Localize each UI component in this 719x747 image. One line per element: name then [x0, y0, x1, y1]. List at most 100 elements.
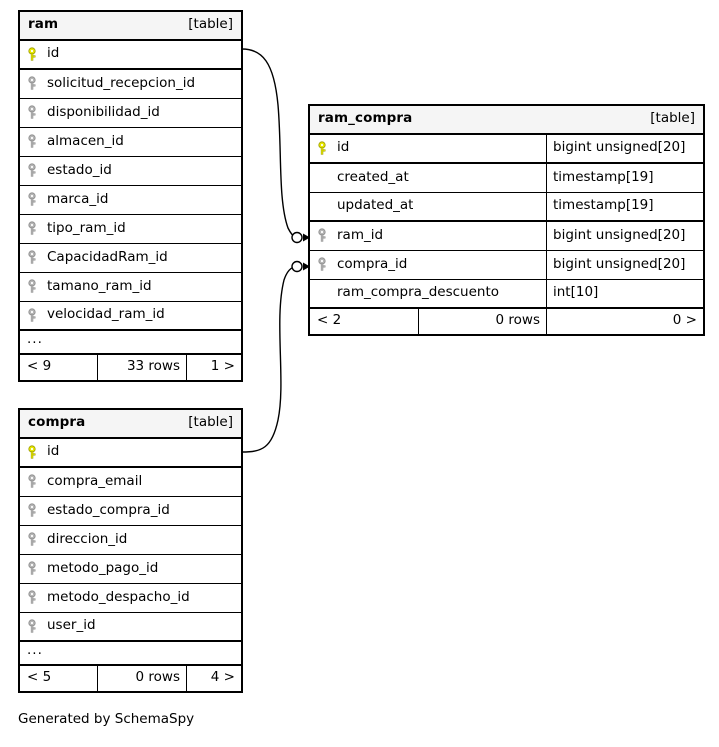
- table-header: compra [table]: [20, 410, 241, 439]
- table-title: ram_compra: [318, 110, 413, 127]
- generator-credit: Generated by SchemaSpy: [18, 711, 195, 727]
- footer-children-count[interactable]: 1 >: [186, 355, 241, 380]
- column-label: disponibilidad_id: [47, 105, 160, 120]
- foreign-key-icon: [27, 279, 41, 294]
- table-compra[interactable]: compra [table] id compra_email: [18, 408, 243, 693]
- table-footer: < 5 0 rows 4 >: [20, 666, 241, 691]
- table-footer: < 2 0 rows 0 >: [310, 309, 703, 334]
- table-type-tag: [table]: [650, 110, 695, 127]
- column-row-almacen-id[interactable]: almacen_id: [20, 128, 241, 157]
- table-type-tag: [table]: [188, 414, 233, 431]
- column-name-cell: solicitud_recepcion_id: [20, 70, 241, 98]
- column-row-user-id[interactable]: user_id: [20, 613, 241, 642]
- foreign-key-icon: [27, 192, 41, 207]
- foreign-key-icon: [27, 618, 41, 634]
- foreign-key-icon: [27, 474, 41, 489]
- foreign-key-icon: [27, 163, 41, 178]
- foreign-key-icon: [27, 250, 41, 265]
- edge-ram-to-ram-compra: [241, 48, 296, 238]
- column-row-id[interactable]: id bigint unsigned[20]: [310, 135, 703, 164]
- column-row-updated-at[interactable]: updated_at timestamp[19]: [310, 193, 703, 222]
- foreign-key-icon: [317, 257, 331, 272]
- column-name-cell: ram_compra_descuento: [310, 280, 546, 307]
- column-type: timestamp[19]: [546, 164, 703, 192]
- column-name-cell: updated_at: [310, 193, 546, 220]
- column-row-created-at[interactable]: created_at timestamp[19]: [310, 164, 703, 193]
- column-type: int[10]: [546, 280, 703, 307]
- footer-row-count: 33 rows: [97, 355, 186, 380]
- foreign-key-icon: [27, 590, 41, 605]
- column-row-estado-id[interactable]: estado_id: [20, 157, 241, 186]
- column-label: ram_compra_descuento: [337, 286, 499, 300]
- footer-row-count: 0 rows: [418, 309, 546, 334]
- column-name-cell: estado_id: [20, 157, 241, 185]
- no-key-icon: [317, 170, 331, 185]
- column-name-cell: ram_id: [310, 222, 546, 250]
- footer-parents-count[interactable]: < 5: [27, 668, 52, 685]
- edge-endpoint-circle: [291, 231, 303, 244]
- primary-key-icon: [27, 46, 41, 62]
- column-row-tamano-ram-id[interactable]: tamano_ram_id: [20, 273, 241, 302]
- column-label: compra_id: [337, 257, 408, 272]
- footer-children-count[interactable]: 0 >: [546, 309, 703, 334]
- column-row-solicitud-recepcion-id[interactable]: solicitud_recepcion_id: [20, 70, 241, 99]
- foreign-key-icon: [27, 307, 41, 323]
- column-row-id[interactable]: id: [20, 41, 241, 70]
- more-columns-indicator: ...: [20, 642, 241, 666]
- footer-parents-count[interactable]: < 9: [27, 357, 52, 374]
- footer-parents-count[interactable]: < 2: [317, 311, 342, 328]
- column-name-cell: direccion_id: [20, 526, 241, 554]
- edge-endpoint-circle: [291, 260, 303, 273]
- column-name-cell: created_at: [310, 164, 546, 192]
- table-title: compra: [28, 414, 86, 431]
- column-row-velocidad-ram-id[interactable]: velocidad_ram_id: [20, 302, 241, 331]
- table-ram-compra[interactable]: ram_compra [table] id bigint unsigned[20…: [308, 104, 705, 336]
- column-row-disponibilidad-id[interactable]: disponibilidad_id: [20, 99, 241, 128]
- column-type: bigint unsigned[20]: [546, 222, 703, 250]
- no-key-icon: [317, 286, 331, 301]
- column-row-marca-id[interactable]: marca_id: [20, 186, 241, 215]
- column-row-direccion-id[interactable]: direccion_id: [20, 526, 241, 555]
- foreign-key-icon: [27, 76, 41, 91]
- column-row-metodo-pago-id[interactable]: metodo_pago_id: [20, 555, 241, 584]
- foreign-key-icon: [317, 228, 331, 243]
- table-header: ram_compra [table]: [310, 106, 703, 135]
- column-row-tipo-ram-id[interactable]: tipo_ram_id: [20, 215, 241, 244]
- column-row-metodo-despacho-id[interactable]: metodo_despacho_id: [20, 584, 241, 613]
- column-name-cell: id: [310, 135, 546, 162]
- column-type: bigint unsigned[20]: [546, 135, 703, 162]
- column-row-estado-compra-id[interactable]: estado_compra_id: [20, 497, 241, 526]
- column-name-cell: velocidad_ram_id: [20, 302, 241, 329]
- no-key-icon: [317, 199, 331, 214]
- column-label: CapacidadRam_id: [47, 250, 168, 265]
- primary-key-icon: [27, 444, 41, 460]
- column-label: metodo_pago_id: [47, 561, 159, 576]
- column-label: id: [337, 141, 350, 155]
- column-label: created_at: [337, 170, 409, 185]
- column-name-cell: almacen_id: [20, 128, 241, 156]
- edge-compra-to-ram-compra: [241, 266, 295, 453]
- column-label: estado_id: [47, 163, 112, 178]
- column-name-cell: disponibilidad_id: [20, 99, 241, 127]
- column-label: almacen_id: [47, 134, 124, 149]
- foreign-key-icon: [27, 221, 41, 236]
- column-type: timestamp[19]: [546, 193, 703, 220]
- column-label: id: [47, 445, 60, 459]
- column-row-ram-id[interactable]: ram_id bigint unsigned[20]: [310, 222, 703, 251]
- column-row-compra-email[interactable]: compra_email: [20, 468, 241, 497]
- table-footer: < 9 33 rows 1 >: [20, 355, 241, 380]
- column-row-id[interactable]: id: [20, 439, 241, 468]
- column-row-ram-compra-descuento[interactable]: ram_compra_descuento int[10]: [310, 280, 703, 309]
- column-row-compra-id[interactable]: compra_id bigint unsigned[20]: [310, 251, 703, 280]
- table-ram[interactable]: ram [table] id solicitud_recepcion_id: [18, 10, 243, 382]
- column-label: direccion_id: [47, 532, 128, 547]
- foreign-key-icon: [27, 532, 41, 547]
- column-label: tipo_ram_id: [47, 221, 126, 236]
- column-label: metodo_despacho_id: [47, 590, 190, 605]
- column-name-cell: compra_email: [20, 468, 241, 496]
- column-row-capacidadram-id[interactable]: CapacidadRam_id: [20, 244, 241, 273]
- footer-children-count[interactable]: 4 >: [186, 666, 241, 691]
- column-label: tamano_ram_id: [47, 279, 152, 294]
- column-label: marca_id: [47, 192, 109, 207]
